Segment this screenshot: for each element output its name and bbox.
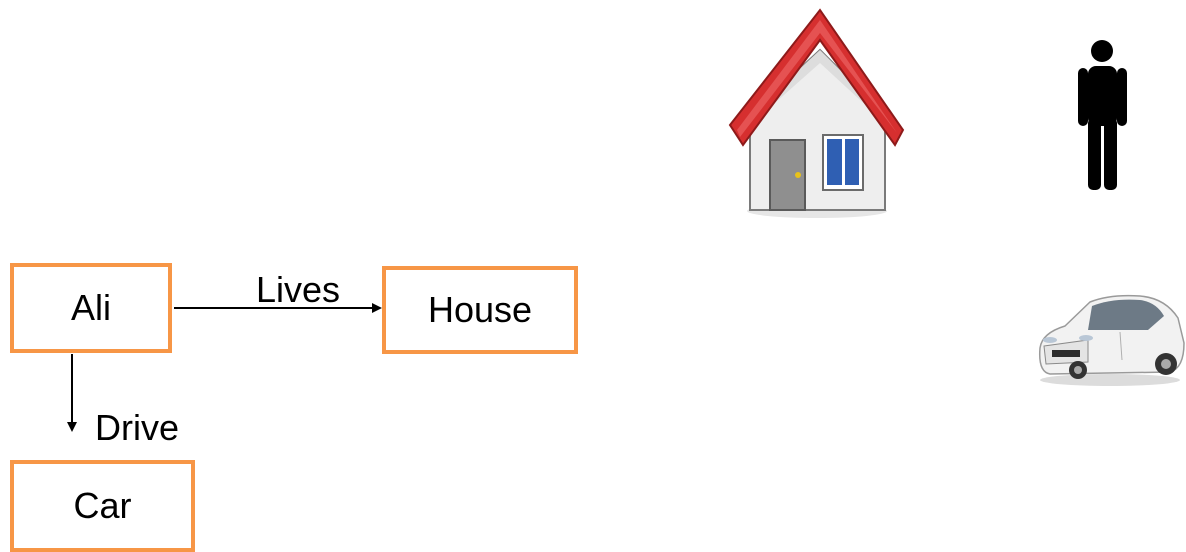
node-house: House	[382, 266, 578, 354]
node-car: Car	[10, 460, 195, 552]
person-icon	[1075, 38, 1130, 193]
node-car-label: Car	[73, 485, 131, 527]
house-icon	[725, 5, 905, 220]
node-house-label: House	[428, 289, 532, 331]
node-ali-label: Ali	[71, 287, 111, 329]
edge-label-drive: Drive	[95, 410, 179, 442]
node-ali: Ali	[10, 263, 172, 353]
edge-label-lives: Lives	[256, 272, 340, 308]
car-icon	[1030, 288, 1186, 388]
